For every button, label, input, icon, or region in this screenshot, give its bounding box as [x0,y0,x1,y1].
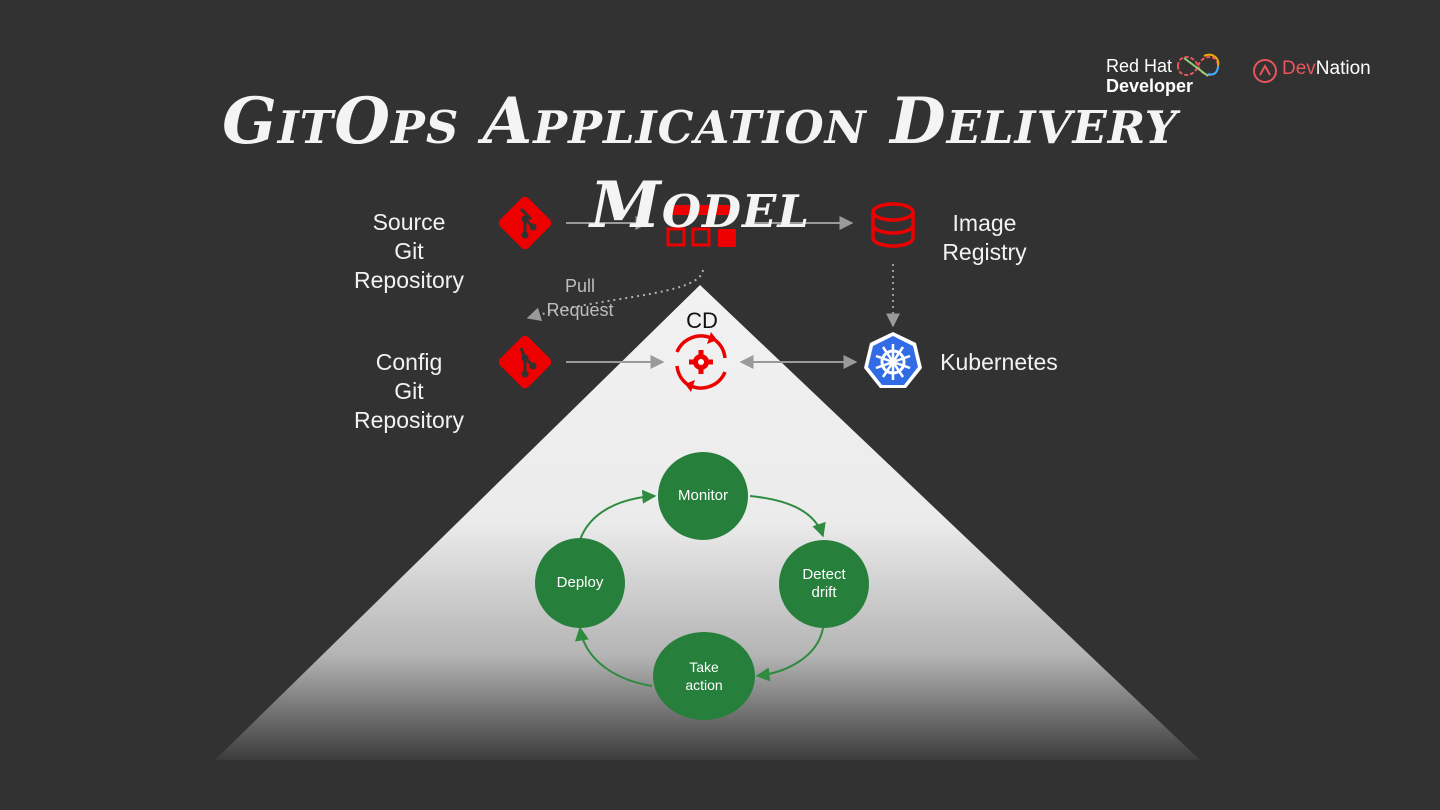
cd-gear-icon [675,332,727,392]
devnation-logo: DevNation [1282,58,1371,80]
kubernetes-helm-icon [864,332,922,388]
cycle-node-monitor: Monitor [658,452,748,540]
cycle-node-deploy: Deploy [535,538,625,628]
slide-title: GitOps Application Delivery Model [190,80,1210,248]
redhat-logo-line2: Developer [1106,76,1194,96]
cycle-node-label-line: drift [811,584,837,601]
redhat-developer-logo: Red Hat Developer [1106,56,1193,96]
image-registry-label-line: Registry [942,239,1027,265]
cycle-node-label-line: action [685,677,723,693]
cycle-arrow-detect-to-action [755,627,824,682]
git-icon [498,196,552,250]
cycle-node-label: Deploy [556,574,604,591]
cycle-node-label: Take action [685,658,722,694]
config-repo-label-line: Repository [354,407,464,433]
cd-label: CD [686,308,718,333]
source-repo-label-line: Repository [354,267,464,293]
title-line-1: GitOps Application Delivery [222,84,1178,159]
image-registry-label: Image Registry [922,209,1047,267]
config-repo-label-line: Config [375,349,443,375]
source-repo-label: Source Git Repository [334,208,484,295]
ci-pipeline-icon [666,205,736,247]
pull-request-label-line: Pull [564,276,595,296]
source-repo-label-line: Git [394,238,424,264]
arrow-pull-request [526,269,704,322]
devnation-dev-text: Dev [1282,58,1316,79]
pull-request-label-line: Request [546,300,614,320]
kubernetes-label: Kubernetes [940,349,1058,375]
config-repo-label-line: Git [394,378,424,404]
cycle-arrow-monitor-to-detect [749,495,826,538]
database-icon [871,202,915,248]
cycle-node-label-line: Detect [802,566,846,583]
redhat-logo-line1: Red Hat [1106,56,1173,76]
config-repo-label: Config Git Repository [334,348,484,435]
title-line-2: Model [589,168,810,243]
infinity-icon [1177,53,1220,77]
cycle-arrow-action-to-deploy [575,626,653,687]
devnation-nation-text: Nation [1315,58,1371,79]
cycle-node-label: Monitor [677,487,729,504]
source-repo-label-line: Source [372,209,446,235]
git-icon [498,335,552,389]
pull-request-label: Pull Request [535,274,625,322]
cycle-node-take-action: Take action [653,632,755,720]
cycle-arrow-deploy-to-monitor [579,489,657,541]
devnation-logo-icon [1253,59,1277,83]
cycle-node-label-line: Take [689,659,719,675]
image-registry-label-line: Image [952,210,1017,236]
